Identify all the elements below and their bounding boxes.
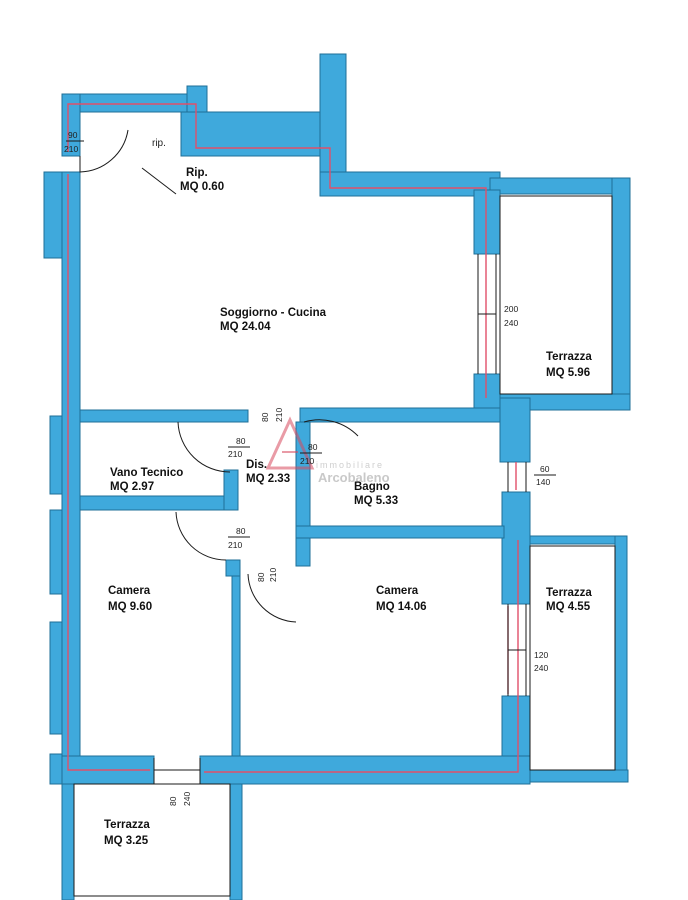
bottom-window-height: 240	[182, 792, 192, 806]
camera-large-area: MQ 14.06	[376, 601, 427, 613]
bagno-window-width: 60	[540, 464, 550, 474]
watermark-name: Arcobaleno	[318, 470, 390, 485]
camera-large-door-width: 80	[256, 572, 266, 582]
watermark-logo	[265, 416, 315, 470]
soggiorno-window-width: 200	[504, 304, 518, 314]
terrazza-bottom-label: Terrazza	[104, 819, 150, 831]
dis-area: MQ 2.33	[246, 473, 290, 485]
vano-label: Vano Tecnico	[110, 467, 183, 479]
rip-label: Rip.	[186, 167, 208, 179]
camera-large-door-height: 210	[268, 568, 278, 582]
terrace-mid-area	[530, 542, 615, 774]
vano-door-width: 80	[236, 436, 246, 446]
camera-large-label: Camera	[376, 585, 419, 597]
windows	[153, 254, 527, 784]
terrazza-mid-area: MQ 4.55	[546, 601, 591, 613]
camera-window-height: 240	[534, 663, 548, 673]
soggiorno-label: Soggiorno - Cucina	[220, 307, 327, 319]
bagno-label: Bagno	[354, 481, 390, 493]
perimeter-outline	[67, 103, 519, 773]
soggiorno-window-height: 240	[504, 318, 518, 328]
terrazza-bottom-area: MQ 3.25	[104, 835, 149, 847]
dimension-labels: 90 210 80 210 80 210 80 210 80 210 80 21…	[64, 130, 556, 806]
camera-small-area: MQ 9.60	[108, 601, 152, 613]
door-swings	[79, 129, 359, 623]
bottom-window-width: 80	[168, 796, 178, 806]
camera-small-door-width: 80	[236, 526, 246, 536]
entrance-height: 210	[64, 144, 78, 154]
terrazza-mid-label: Terrazza	[546, 587, 592, 599]
watermark-top: immobiliare	[316, 460, 384, 470]
camera-small-label: Camera	[108, 585, 151, 597]
rip-tag: rip.	[152, 138, 166, 149]
terrazza-top-label: Terrazza	[546, 351, 592, 363]
entrance-width: 90	[68, 130, 78, 140]
vano-area: MQ 2.97	[110, 481, 154, 493]
rip-area: MQ 0.60	[180, 181, 224, 193]
vano-door-height: 210	[228, 449, 242, 459]
bagno-door-width: 80	[308, 442, 318, 452]
dis-label: Dis.	[246, 459, 267, 471]
bagno-area: MQ 5.33	[354, 495, 398, 507]
dis-top-door-height: 210	[274, 408, 284, 422]
soggiorno-area: MQ 24.04	[220, 321, 271, 333]
terrazza-top-area: MQ 5.96	[546, 367, 590, 379]
dis-top-door-width: 80	[260, 412, 270, 422]
bagno-window-height: 140	[536, 477, 550, 487]
camera-small-door-height: 210	[228, 540, 242, 550]
bagno-door-height: 210	[300, 456, 314, 466]
terrace-bottom-area	[72, 784, 232, 894]
camera-window-width: 120	[534, 650, 548, 660]
terrace-top-area	[500, 182, 612, 394]
terrace-outlines	[73, 195, 616, 897]
